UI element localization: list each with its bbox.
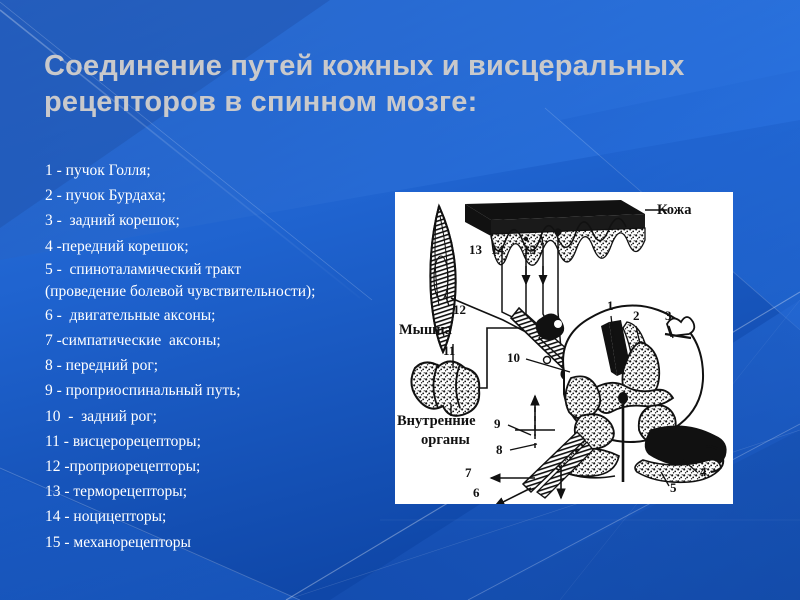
list-item: 5 - спиноталамический тракт (проведение …: [45, 260, 316, 300]
figure-label-internal-organs-2: органы: [421, 432, 470, 448]
figure-number: 7: [465, 465, 472, 480]
figure-number: 1: [607, 298, 614, 313]
list-item: 6 - двигательные аксоны;: [45, 306, 216, 324]
figure-label-skin: Кожа: [657, 202, 692, 218]
list-item: 4 -передний корешок;: [45, 237, 189, 255]
figure-number: 14: [491, 242, 505, 257]
figure-label-internal-organs: Внутренние: [397, 413, 476, 429]
list-item: 10 - задний рог;: [45, 407, 157, 425]
figure-number: 9: [494, 416, 501, 431]
list-item: 9 - проприоспинальный путь;: [45, 382, 241, 400]
internal-organs: [410, 327, 543, 417]
figure-number: 10: [507, 350, 520, 365]
list-item: 7 -симпатические аксоны;: [45, 332, 221, 350]
skin-structure: [465, 200, 667, 266]
figure-number: 13: [469, 242, 483, 257]
slide-title-line-1: Соединение путей кожных и висцеральных: [44, 50, 685, 82]
list-item: 11 - висцерорецепторы;: [45, 432, 201, 450]
list-item: 2 - пучок Бурдаха;: [45, 187, 166, 205]
figure-label-muscle: Мышца: [399, 322, 453, 338]
figure-number: 12: [453, 302, 466, 317]
figure-number: 8: [496, 442, 503, 457]
list-item: 15 - механорецепторы: [45, 533, 191, 551]
figure-number: 4: [700, 464, 707, 479]
list-item: 3 - задний корешок;: [45, 212, 180, 230]
anatomical-diagram-image: 13 14 15 12 11 10 9 8 7 6 1 2 3 4 5 Кожа…: [395, 192, 733, 504]
figure-number: 15: [523, 242, 537, 257]
list-item: 12 -проприорецепторы;: [45, 458, 201, 476]
figure-word-labels: Кожа Мышца Внутренние органы: [397, 202, 692, 448]
figure-number: 5: [670, 480, 677, 495]
list-item: 13 - терморецепторы;: [45, 483, 188, 501]
figure-number-labels: 13 14 15 12 11 10 9 8 7 6 1 2 3 4 5: [443, 242, 707, 500]
figure-number: 6: [473, 485, 480, 500]
figure-number: 11: [443, 343, 455, 358]
figure-number: 2: [633, 308, 640, 323]
figure-number: 3: [665, 308, 672, 323]
list-item: 14 - ноцицепторы;: [45, 508, 167, 526]
muscle-spindle: [429, 203, 546, 355]
list-item: 1 - пучок Голля;: [45, 162, 151, 179]
ventral-root-fibers: [444, 293, 698, 504]
legend-list: 1 - пучок Голля; 2 - пучок Бурдаха; 3 - …: [45, 158, 395, 555]
list-item: 8 - передний рог;: [45, 357, 159, 375]
slide-title: Соединение путей кожных и висцеральных р…: [44, 48, 764, 120]
slide-title-line-2: рецепторов в спинном мозге:: [44, 86, 478, 118]
